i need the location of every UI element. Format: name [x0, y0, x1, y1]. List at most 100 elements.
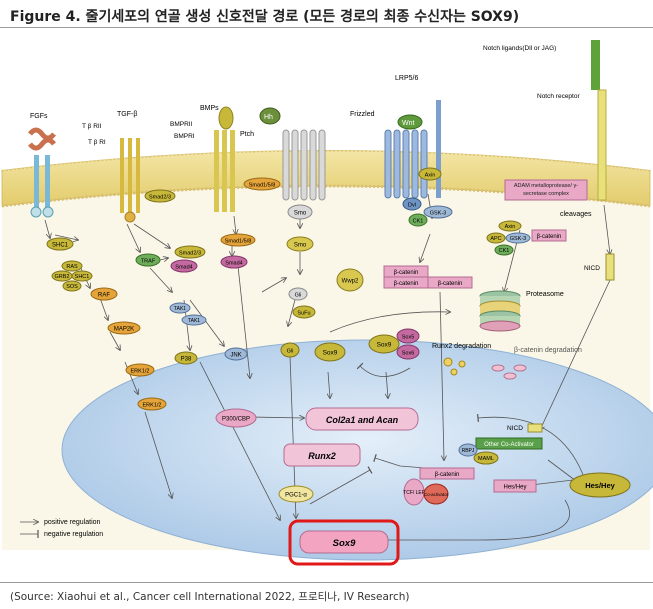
node-hes2: Hes/Hey [569, 472, 631, 498]
svg-text:Sox9: Sox9 [333, 538, 356, 549]
node-p38: P38 [174, 351, 198, 365]
node-tcf: TCF/ LEF [403, 478, 425, 506]
svg-text:TAK1: TAK1 [188, 318, 200, 324]
svg-text:Hes/Hey: Hes/Hey [585, 481, 615, 490]
svg-text:Axin: Axin [505, 224, 516, 230]
svg-text:TAK1: TAK1 [174, 306, 186, 312]
fgf-receptor [28, 127, 56, 218]
figure-title: Figure 4. 줄기세포의 연골 생성 신호전달 경로 (모든 경로의 최종… [10, 9, 520, 25]
node-ck1b: CK1 [494, 244, 514, 256]
node-nicd1 [605, 253, 615, 281]
node-map2k: MAP2K [107, 321, 141, 335]
svg-text:Smad2/3: Smad2/3 [179, 251, 201, 257]
node-apc: APC [486, 232, 506, 244]
node-smad23: Smad2/3 [144, 189, 176, 203]
node-ck1: CK1 [408, 213, 428, 227]
legend-negative-label: negative regulation [44, 531, 103, 538]
node-bcat-p: β-catenin [531, 229, 567, 242]
svg-text:Smad1/5/8: Smad1/5/8 [249, 183, 276, 189]
node-smo2: Smo [286, 236, 314, 252]
proteasome-label: Proteasome [526, 291, 564, 298]
sox9-pathway-diagram: FGFs TGF-β T β RII T β RI BMPs BMPRII BM… [1, 32, 653, 566]
fgfs-label: FGFs [30, 113, 48, 120]
node-wwp2: Wwp2 [336, 268, 364, 292]
bmpr2-label: BMPRII [170, 121, 193, 128]
svg-text:Other Co-Activator: Other Co-Activator [484, 442, 534, 448]
node-sox9-main: Sox9 [299, 530, 389, 554]
svg-text:Dvl: Dvl [408, 203, 416, 209]
node-grb2: GRB2 [51, 270, 73, 282]
sox9-highlight-box [288, 519, 400, 566]
svg-text:JNK: JNK [230, 353, 241, 359]
node-col2a1: Col2a1 and Acan [305, 407, 419, 431]
source-caption: (Source: Xiaohui et al., Cancer cell Int… [10, 591, 410, 603]
svg-text:β-catenin: β-catenin [438, 281, 463, 287]
svg-text:TRAF: TRAF [141, 259, 156, 265]
node-bcat-nuc: β-catenin [419, 467, 475, 480]
svg-text:P300/CBP: P300/CBP [222, 417, 250, 423]
node-smad4b: Smad4 [170, 259, 198, 273]
bcat-degradation-label: β-catenin degradation [514, 347, 582, 354]
node-smo1: Smo [287, 204, 313, 220]
node-tak1b: TAK1 [181, 314, 207, 326]
node-axin2: Axin [498, 220, 522, 232]
svg-text:Sox5: Sox5 [402, 335, 415, 341]
node-runx2: Runx2 [283, 443, 361, 467]
node-shc1a: SHC1 [46, 237, 74, 251]
svg-text:Gli: Gli [295, 293, 302, 299]
node-rbpj: RBPJ [458, 443, 478, 457]
node-sox9a: Sox9 [314, 342, 346, 362]
node-gli2: Gli [280, 342, 300, 358]
node-maml: MAML [473, 451, 499, 465]
degradation-fragments [443, 357, 527, 380]
tbr1-label: T β RI [88, 139, 106, 146]
svg-text:APC: APC [490, 236, 501, 242]
node-sufu: SuFu [292, 305, 316, 319]
top-rule [0, 27, 653, 28]
svg-text:RAF: RAF [98, 293, 110, 299]
svg-text:SHC1: SHC1 [52, 243, 69, 249]
node-other-coact: Other Co-Activator [475, 437, 543, 450]
runx2-degradation-label: Runx2 degradation [432, 343, 491, 350]
node-traf: TRAF [135, 253, 161, 267]
svg-text:Smad1/5/8: Smad1/5/8 [225, 239, 252, 245]
node-erk2: ERK1/2 [137, 397, 167, 411]
ptch-label: Ptch [240, 131, 254, 138]
frizzled-label: Frizzled [350, 111, 375, 118]
svg-text:CK1: CK1 [499, 248, 510, 254]
svg-text:Smo: Smo [294, 243, 307, 249]
cleavages-label: cleavages [560, 211, 592, 218]
svg-text:Wwp2: Wwp2 [342, 279, 359, 285]
hh-label: Hh [264, 114, 273, 121]
node-smad4: Smad4 [220, 255, 248, 269]
bmp-receptor [214, 106, 235, 212]
nicd2-label: NICD [507, 425, 523, 432]
node-smad158b: Smad1/5/8 [220, 233, 256, 247]
frizzled-receptor [384, 100, 441, 199]
svg-text:GSK-3: GSK-3 [510, 236, 527, 242]
tbr2-label: T β RII [82, 123, 102, 130]
node-sos: SOS [62, 280, 82, 292]
node-smad158a: Smad1/5/8 [243, 177, 281, 191]
node-sox6: Sox6 [396, 344, 420, 360]
svg-text:GSK-3: GSK-3 [430, 211, 447, 217]
proteasome [479, 290, 521, 332]
node-ras: RAS [61, 260, 83, 272]
svg-text:Sox9: Sox9 [323, 350, 338, 357]
svg-text:Sox9: Sox9 [377, 342, 392, 349]
node-coact: Co-activator [423, 483, 449, 505]
svg-text:SOS: SOS [66, 284, 78, 290]
svg-text:Smo: Smo [294, 211, 307, 217]
legend-positive-label: positive regulation [44, 519, 101, 526]
svg-text:ERK1/2: ERK1/2 [143, 403, 162, 409]
node-dvl: Dvl [402, 197, 422, 211]
svg-text:P38: P38 [181, 357, 192, 363]
node-nicd2 [527, 423, 543, 433]
node-gsk3a: GSK-3 [423, 205, 453, 219]
node-hes1: Hes/Hey [493, 479, 537, 493]
svg-text:PGC1-α: PGC1-α [285, 493, 307, 499]
notch-ligands-label: Notch ligands(Dll or JAG) [483, 45, 556, 52]
svg-text:Co-activator: Co-activator [424, 492, 449, 497]
lrp-label: LRP5/6 [395, 75, 418, 82]
node-raf: RAF [90, 287, 118, 301]
